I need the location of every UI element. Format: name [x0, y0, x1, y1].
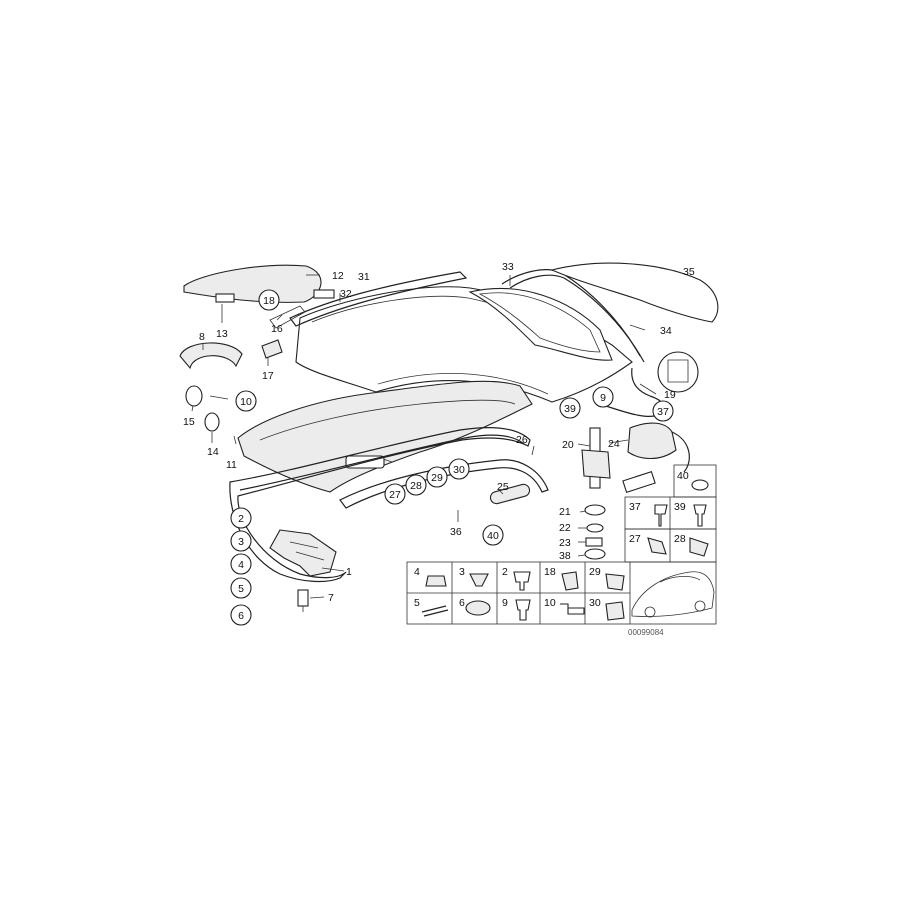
legend-a-3: 3: [459, 566, 465, 578]
rear-seal-set: [501, 262, 719, 363]
rear-window: [468, 287, 613, 361]
callout-35: 35: [683, 266, 695, 278]
circled-callouts: 18 10 9 39 37 27 28 29 30 40 2 3 4 5 6: [230, 289, 674, 626]
callout-36: 36: [450, 526, 462, 538]
latch-assembly: [269, 529, 337, 612]
catalog-number: 00099084: [628, 628, 664, 637]
roof-trim-strip: [289, 271, 468, 327]
legend-a-5: 5: [414, 597, 420, 609]
circled-callout-18: 18: [258, 289, 280, 311]
circled-callout-30: 30: [448, 458, 470, 480]
svg-text:28: 28: [410, 480, 422, 492]
legend-b-37: 37: [629, 501, 641, 513]
circled-callout-29: 29: [426, 466, 448, 488]
callout-14: 14: [207, 446, 219, 458]
callout-19: 19: [664, 389, 676, 401]
circled-callout-37: 37: [652, 400, 674, 422]
legend-a-2: 2: [502, 566, 508, 578]
callout-20: 20: [562, 439, 574, 451]
legend-a-18: 18: [544, 566, 556, 578]
car-silhouette: [631, 571, 715, 618]
clip-13-icon: [215, 293, 235, 303]
callout-11: 11: [226, 459, 237, 471]
seal-profile-icon: [667, 359, 689, 383]
circled-callout-39: 39: [559, 397, 581, 419]
callout-31: 31: [358, 271, 370, 283]
callout-32: 32: [340, 288, 352, 300]
legend-b-39: 39: [674, 501, 686, 513]
trim-16-icon: [269, 305, 306, 329]
legend-a-9: 9: [502, 597, 508, 609]
circled-callout-10: 10: [235, 390, 257, 412]
callout-25: 25: [497, 481, 509, 493]
circled-callout-6: 6: [230, 604, 252, 626]
circled-callout-9: 9: [592, 386, 614, 408]
circled-callout-2: 2: [230, 507, 252, 529]
clip-32-icon: [313, 289, 335, 299]
callout-22: 22: [559, 522, 571, 534]
svg-text:10: 10: [240, 396, 252, 408]
svg-text:27: 27: [389, 489, 401, 501]
legend-a-6: 6: [459, 597, 465, 609]
legend-b-40: 40: [677, 470, 689, 482]
lift-motor: [622, 422, 690, 494]
callout-24: 24: [608, 438, 620, 450]
svg-text:39: 39: [564, 403, 576, 415]
grab-handle: [179, 342, 243, 370]
legend-labels: 4 3 2 18 29 5 6 9 10 30 40 37 39 27 28: [414, 470, 689, 609]
legend-a-29: 29: [589, 566, 601, 578]
circled-callout-40: 40: [482, 524, 504, 546]
roof-pad: [183, 264, 322, 303]
svg-text:40: 40: [487, 530, 499, 542]
circled-callout-5: 5: [230, 577, 252, 599]
svg-text:29: 29: [431, 472, 443, 484]
legend-panel-a: [406, 561, 717, 625]
seal-detail-inset: [657, 351, 699, 393]
callout-26: 26: [516, 434, 528, 446]
cap-15-icon: [185, 385, 203, 407]
circled-callout-27: 27: [384, 483, 406, 505]
callout-33: 33: [502, 261, 514, 273]
callout-34: 34: [660, 325, 672, 337]
callout-38: 38: [559, 550, 571, 562]
circled-callout-28: 28: [405, 474, 427, 496]
svg-text:9: 9: [600, 392, 606, 404]
callout-23: 23: [559, 537, 571, 549]
legend-panel-b: [624, 464, 717, 563]
callout-16: 16: [271, 323, 283, 335]
leader-lines: [191, 267, 677, 599]
bracket-17-icon: [261, 339, 283, 359]
callout-13: 13: [216, 328, 228, 340]
callout-1: 1: [346, 566, 352, 578]
callout-21: 21: [559, 506, 571, 518]
legend-a-4: 4: [414, 566, 420, 578]
svg-text:2: 2: [238, 513, 244, 525]
door-seal-ring: [229, 427, 531, 583]
svg-text:3: 3: [238, 536, 244, 548]
callout-7: 7: [328, 592, 334, 604]
svg-text:4: 4: [238, 559, 244, 571]
callout-15: 15: [183, 416, 195, 428]
svg-text:18: 18: [263, 295, 275, 307]
trim-25-icon: [489, 483, 531, 505]
circled-callout-3: 3: [230, 530, 252, 552]
legend-a-30: 30: [589, 597, 601, 609]
svg-text:30: 30: [453, 464, 465, 476]
svg-text:37: 37: [657, 406, 669, 418]
legend-a-10: 10: [544, 597, 556, 609]
callout-12: 12: [332, 270, 344, 282]
cap-14-icon: [204, 412, 220, 432]
legend-b-28: 28: [674, 533, 686, 545]
lift-mechanism: [581, 427, 611, 560]
svg-text:6: 6: [238, 610, 244, 622]
legend-b-27: 27: [629, 533, 641, 545]
svg-text:5: 5: [238, 583, 244, 595]
callout-17: 17: [262, 370, 274, 382]
headliner: [237, 380, 533, 493]
callout-8: 8: [199, 331, 205, 343]
circled-callout-4: 4: [230, 553, 252, 575]
callout-labels: 12 31 32 33 35 34 8 13 16 17 15 14 11 19…: [183, 261, 695, 637]
